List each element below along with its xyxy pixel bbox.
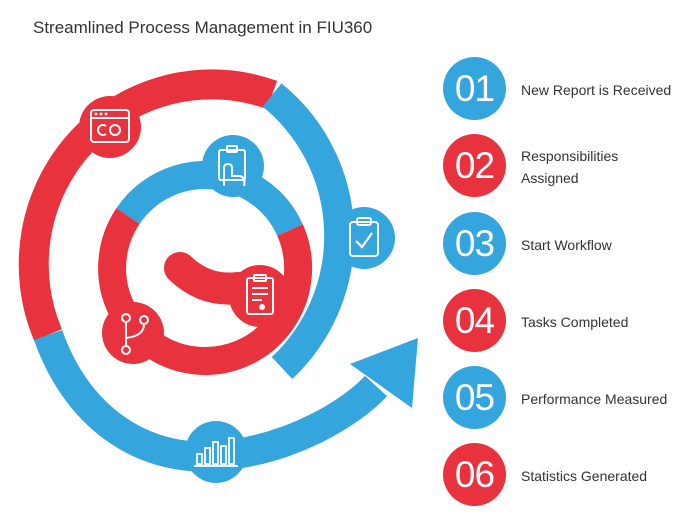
step-label: Responsibilities Assigned — [521, 148, 619, 186]
step-number-badge: 01 — [443, 57, 506, 120]
step-label: Start Workflow — [521, 237, 612, 253]
spiral-middle-red-segment — [98, 208, 313, 375]
hand-touch-icon — [202, 135, 264, 197]
step-04: 04 Tasks Completed — [443, 289, 693, 355]
step-02: 02 Responsibilities Assigned — [443, 134, 693, 200]
step-label: Statistics Generated — [521, 468, 648, 484]
branch-workflow-icon — [102, 302, 164, 364]
step-06: 06 Statistics Generated — [443, 443, 693, 509]
step-label: Performance Measured — [521, 391, 668, 407]
page-title: Streamlined Process Management in FIU360 — [33, 18, 373, 37]
browser-window-icon — [79, 96, 141, 158]
step-label: Tasks Completed — [521, 314, 629, 330]
step-number-badge: 04 — [443, 289, 506, 352]
bar-chart-icon — [185, 421, 247, 483]
step-number-badge: 05 — [443, 366, 506, 429]
step-01: 01 New Report is Received — [443, 57, 693, 123]
document-report-icon — [229, 265, 291, 327]
step-number-badge: 06 — [443, 443, 506, 506]
clipboard-check-icon — [333, 207, 395, 269]
step-number-badge: 02 — [443, 134, 506, 197]
step-number-badge: 03 — [443, 212, 506, 275]
step-label: New Report is Received — [521, 82, 672, 98]
spiral-arrow-head — [350, 338, 418, 408]
step-05: 05 Performance Measured — [443, 366, 693, 432]
step-03: 03 Start Workflow — [443, 212, 693, 278]
